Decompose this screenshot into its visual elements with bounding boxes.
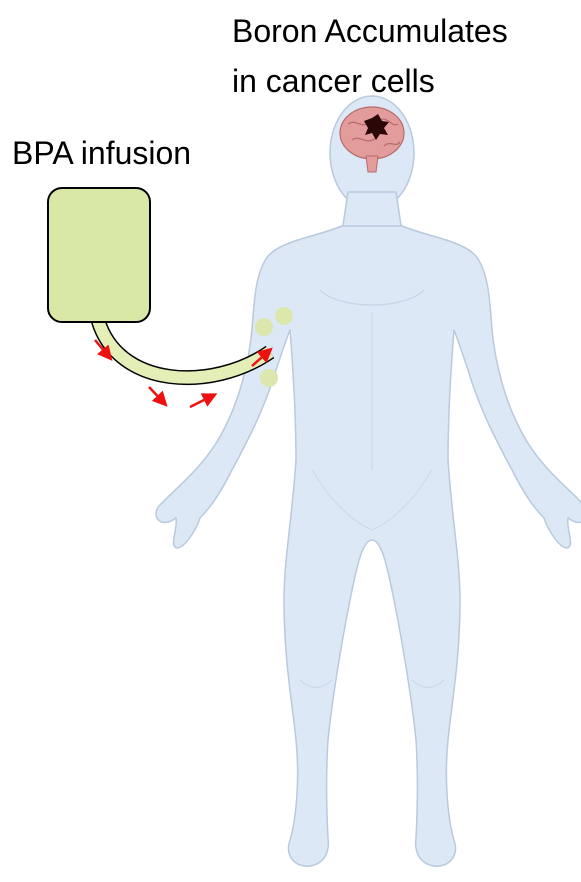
flow-arrow-icon bbox=[149, 387, 165, 404]
boron-dot bbox=[260, 369, 278, 387]
boron-dot bbox=[255, 318, 273, 336]
brainstem-shape bbox=[366, 156, 378, 172]
boron-dot bbox=[275, 307, 293, 325]
flow-arrow-icon bbox=[190, 395, 214, 407]
body-outline bbox=[156, 226, 581, 866]
human-body-icon bbox=[156, 96, 581, 866]
infusion-bag-icon bbox=[48, 188, 150, 322]
